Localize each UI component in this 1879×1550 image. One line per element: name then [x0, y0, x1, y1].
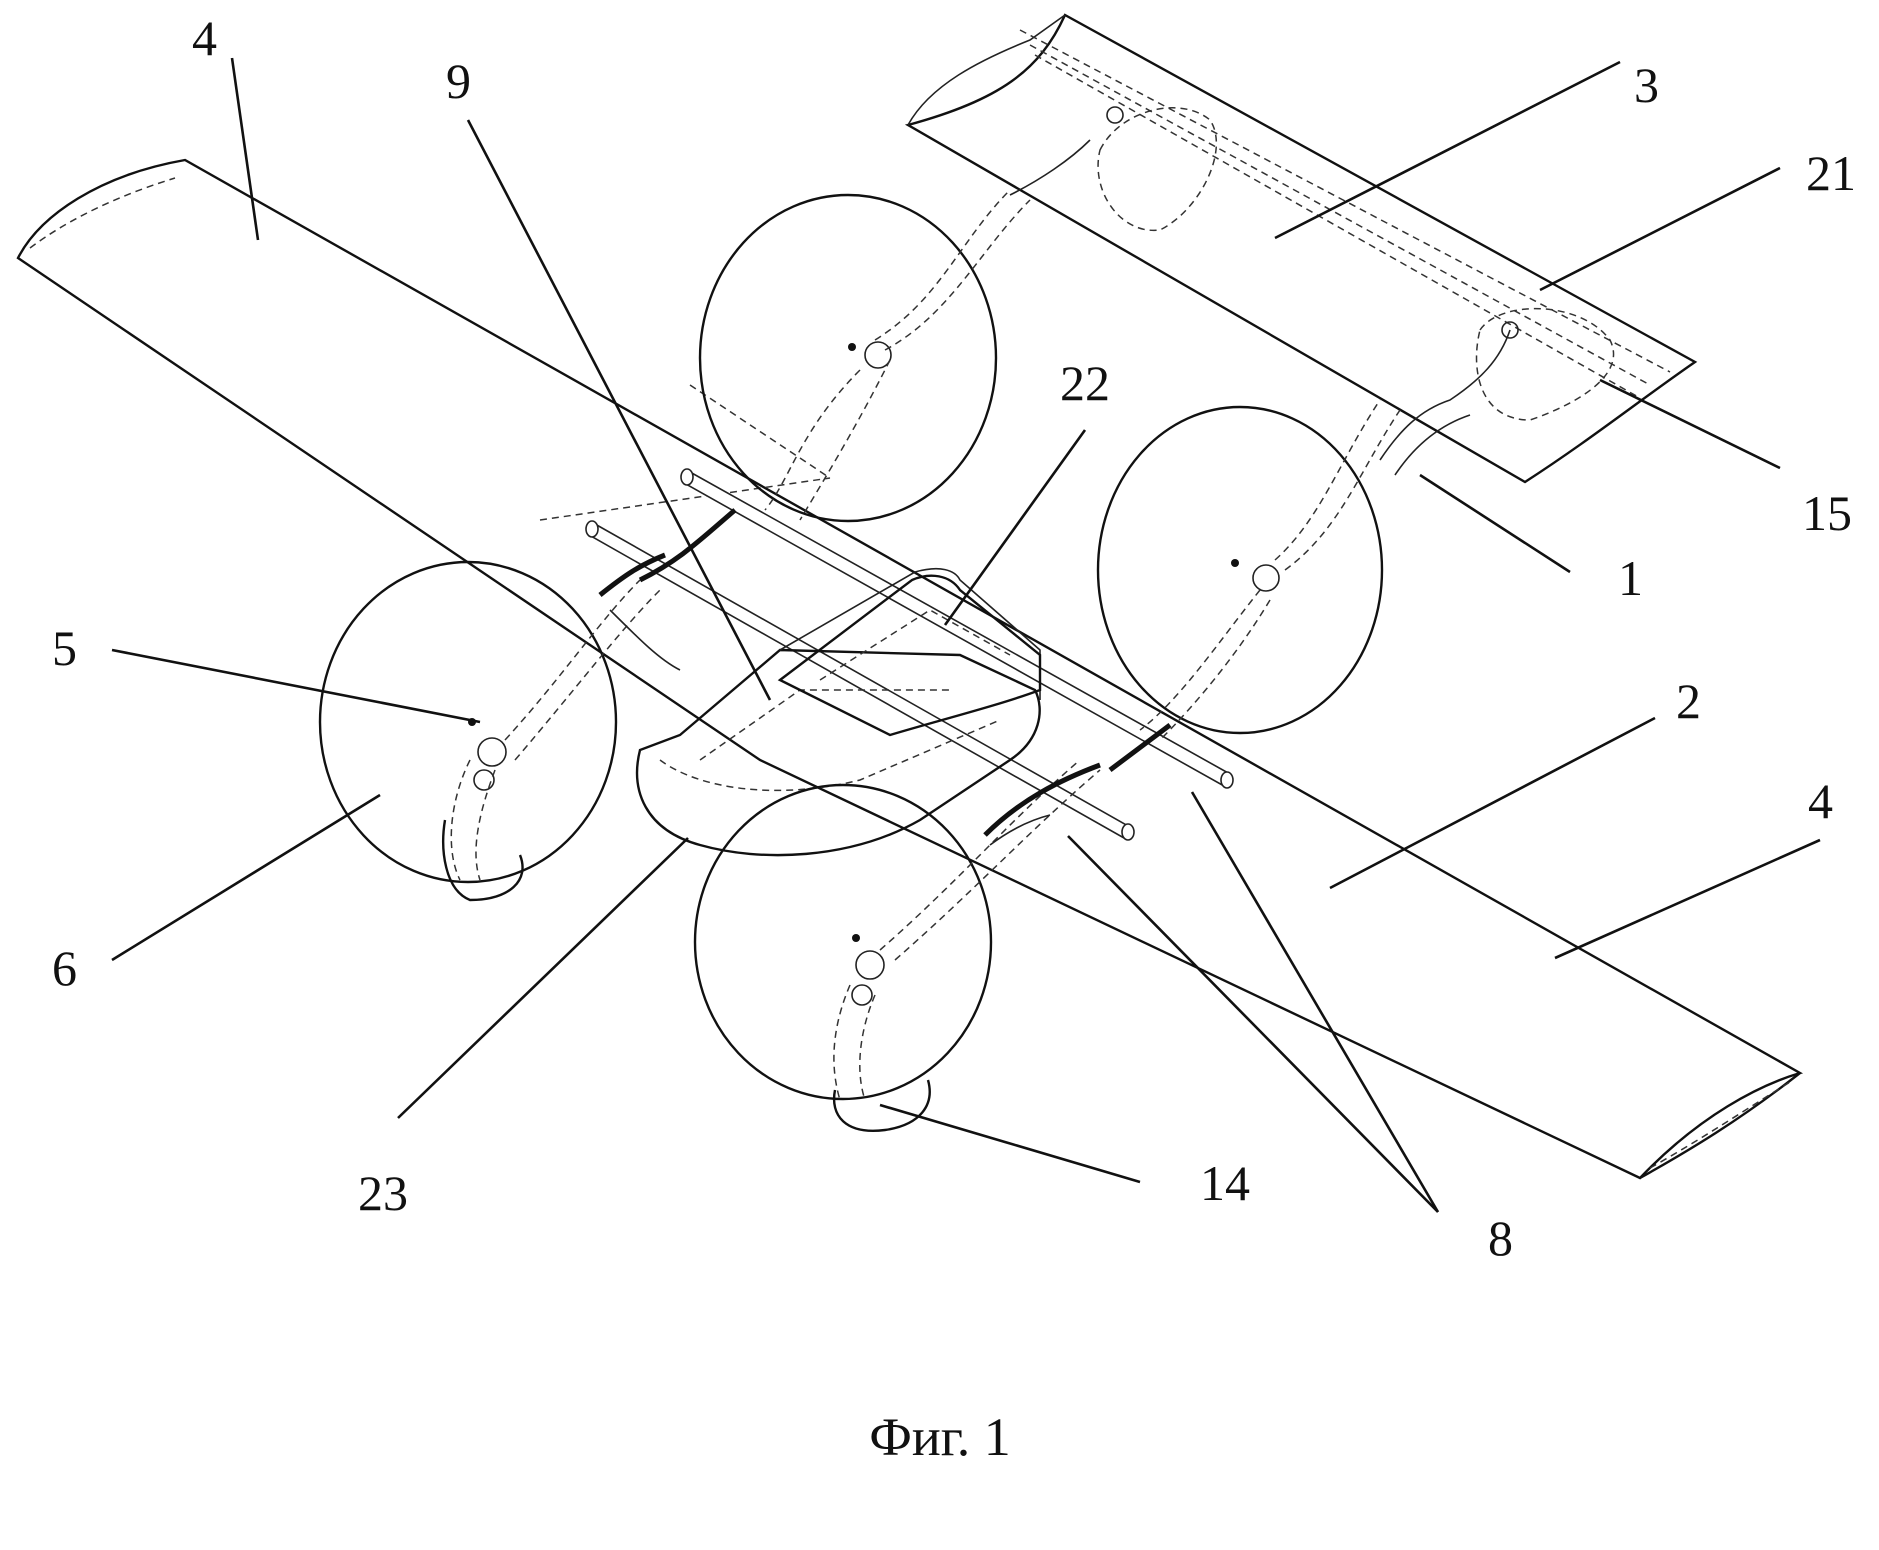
- label-8: 8: [1488, 1210, 1513, 1266]
- label-22: 22: [1060, 355, 1110, 411]
- label-15: 15: [1802, 485, 1852, 541]
- label-23: 23: [358, 1165, 408, 1221]
- label-6: 6: [52, 940, 77, 996]
- label-9: 9: [446, 53, 471, 109]
- leader-lines: [111, 57, 1821, 1213]
- label-3: 3: [1634, 57, 1659, 113]
- rotor-rear-right: [693, 759, 1101, 1132]
- label-21: 21: [1806, 145, 1856, 201]
- rotor-front-right: [1096, 399, 1401, 741]
- hub-icon: [468, 718, 507, 791]
- hub-icon: [848, 341, 892, 369]
- label-4-right: 4: [1808, 773, 1833, 829]
- hub-icon: [851, 934, 885, 1006]
- label-4-left: 4: [192, 10, 217, 66]
- booms: [598, 508, 1172, 846]
- hub-icon: [1231, 559, 1280, 592]
- label-2: 2: [1676, 673, 1701, 729]
- rotor-front-left: [698, 189, 1031, 523]
- rotor-rear-left: [318, 560, 661, 902]
- figure-caption: Фиг. 1: [869, 1407, 1011, 1467]
- tail-wing: [904, 13, 1698, 484]
- cross-beams: [585, 468, 1234, 841]
- fuselage: [635, 568, 1042, 857]
- label-14: 14: [1200, 1155, 1250, 1211]
- main-wing: [16, 158, 1804, 1180]
- label-1: 1: [1618, 550, 1643, 606]
- rear-supports: [1009, 106, 1615, 476]
- label-5: 5: [52, 620, 77, 676]
- callout-labels: 4 9 3 21 22 15 1 5 2 4 6 23 14 8: [52, 10, 1856, 1266]
